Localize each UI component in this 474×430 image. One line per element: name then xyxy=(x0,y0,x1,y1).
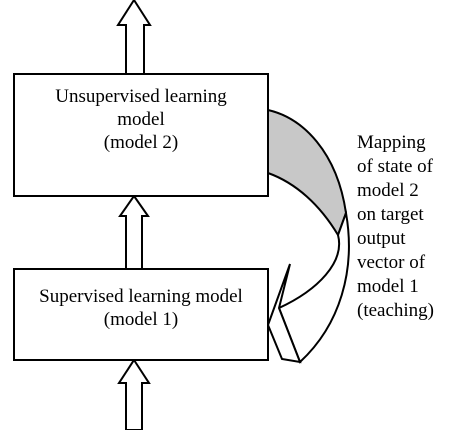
mapping-label-line8: (teaching) xyxy=(357,300,434,321)
unsupervised-box-line1: Unsupervised learning xyxy=(55,86,227,107)
mapping-label-line5: output xyxy=(357,228,406,249)
mapping-label-line2: of state of xyxy=(357,156,434,177)
mapping-label-line4: on target xyxy=(357,204,424,225)
mapping-arrow-shaded xyxy=(267,108,348,238)
supervised-box-line2: (model 1) xyxy=(104,309,178,330)
mapping-label-line7: model 1 xyxy=(357,276,419,297)
input-arrow-bottom xyxy=(117,358,151,430)
output-arrow-top xyxy=(116,0,152,75)
unsupervised-box-line3: (model 2) xyxy=(104,132,178,153)
supervised-model-box xyxy=(13,268,269,361)
mapping-arrowhead xyxy=(266,263,302,364)
mapping-label-line1: Mapping xyxy=(357,132,426,153)
unsupervised-model-box xyxy=(13,73,269,197)
mapping-label-line3: model 2 xyxy=(357,180,419,201)
unsupervised-box-line2: model xyxy=(117,109,165,130)
connector-arrow-middle xyxy=(118,194,150,270)
supervised-box-line1: Supervised learning model xyxy=(39,286,243,307)
mapping-label-line6: vector of xyxy=(357,252,426,273)
